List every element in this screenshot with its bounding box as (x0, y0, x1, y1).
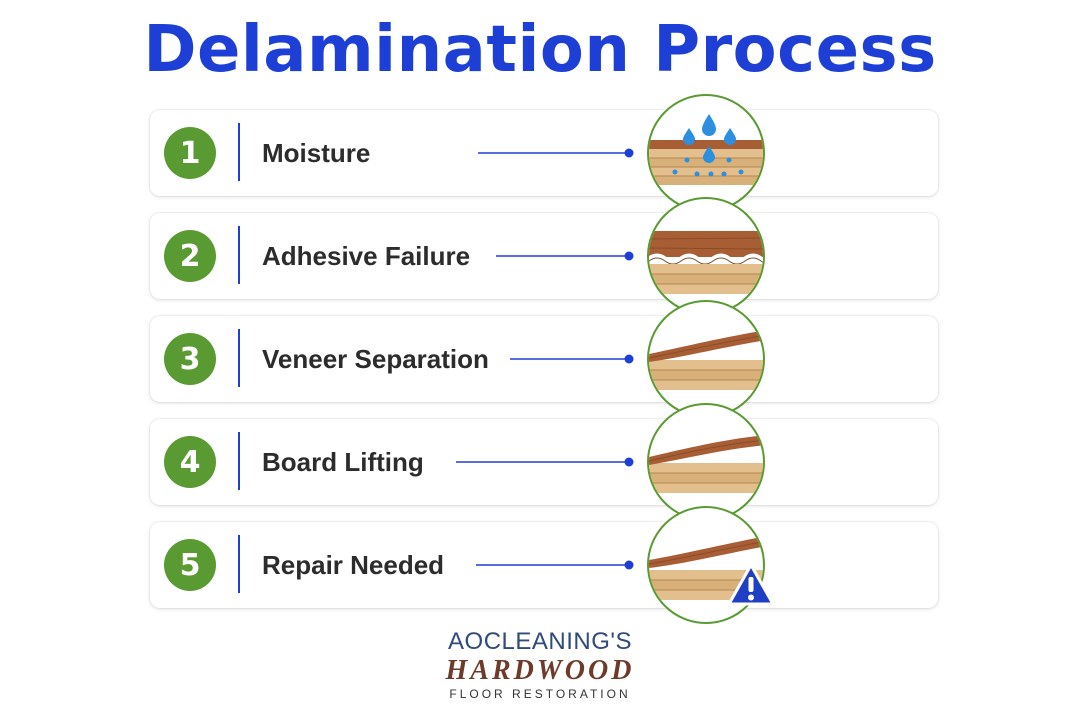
step-number-badge: 2 (164, 230, 216, 282)
water-drops-wood-icon (647, 94, 765, 212)
warning-triangle-icon (727, 563, 775, 606)
damaged-board-icon (647, 506, 765, 624)
connector-1 (478, 148, 634, 158)
logo-line-3: FLOOR RESTORATION (449, 687, 631, 701)
step-label: Board Lifting (262, 446, 424, 477)
step-label: Moisture (262, 137, 371, 168)
step-number-badge: 5 (164, 539, 216, 591)
step-label: Repair Needed (262, 549, 445, 580)
peeling-veneer-icon (647, 300, 765, 418)
step-divider (238, 535, 240, 593)
step-number-badge: 4 (164, 436, 216, 488)
connector-4 (456, 457, 634, 467)
step-label: Veneer Separation (262, 343, 489, 374)
logo-line-2: HARDWOOD (445, 655, 635, 686)
connector-2 (496, 251, 634, 261)
step-number-badge: 1 (164, 127, 216, 179)
page-title: Delamination Process (143, 13, 937, 87)
step-divider (238, 432, 240, 490)
lifting-board-icon (647, 403, 765, 521)
connector-5 (476, 560, 634, 570)
step-divider (238, 123, 240, 181)
step-label: Adhesive Failure (262, 240, 471, 271)
brand-logo: AOCLEANING'S HARDWOOD FLOOR RESTORATION (420, 628, 660, 702)
step-number-badge: 3 (164, 333, 216, 385)
step-divider (238, 226, 240, 284)
logo-line-1: AOCLEANING'S (448, 628, 632, 655)
wavy-adhesive-wood-icon (647, 197, 765, 315)
step-divider (238, 329, 240, 387)
connector-3 (510, 354, 634, 364)
